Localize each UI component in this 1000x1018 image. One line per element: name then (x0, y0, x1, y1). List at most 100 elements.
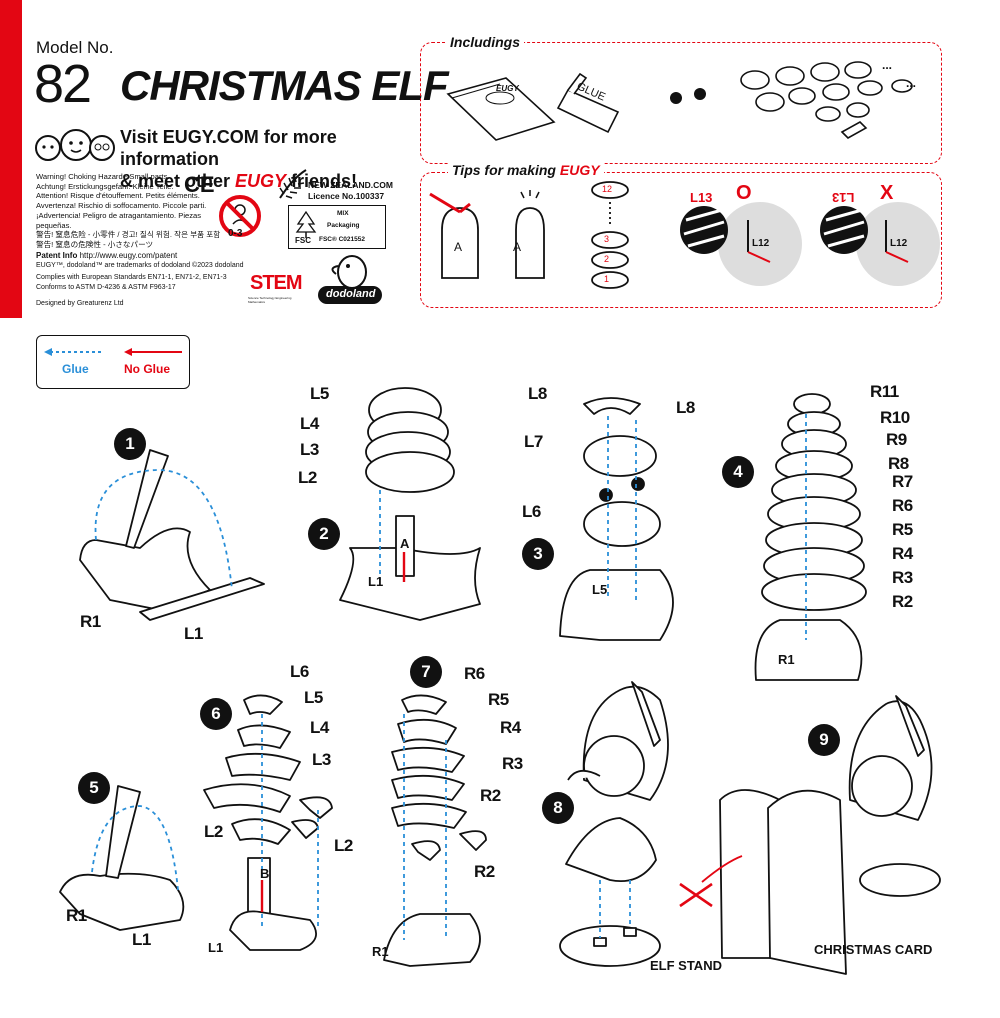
part-label-l5: L5 (592, 582, 608, 597)
part-label-r7: R7 (892, 472, 913, 491)
dodoland-logo-icon (318, 255, 382, 304)
tips-title: Tips for making EUGY (448, 162, 604, 178)
stem-text: STEM (250, 272, 303, 294)
nz-block: NEW ZEALAND.COM Licence No.100337 (308, 180, 393, 202)
step-number-3: 3 (522, 538, 554, 570)
part-label-l4: L4 (300, 414, 319, 433)
part-label-l1: L1 (208, 940, 224, 955)
step-number-9: 9 (808, 724, 840, 756)
part-label-r6: R6 (892, 496, 913, 515)
more-parts-ellipsis: ... (906, 76, 917, 90)
tip-piece-letter: A (454, 240, 463, 254)
step1-drawing (79, 449, 265, 621)
wrong-orientation-icon (820, 202, 940, 286)
tips-title-text: Tips for making (452, 162, 560, 178)
tip-piece-letter: A (513, 240, 522, 254)
part-label-l1: L1 (132, 930, 151, 949)
trademark-line: EUGY™, dodoland™ are trademarks of dodol… (36, 262, 244, 269)
part-label-l4: L4 (310, 718, 329, 737)
standards-line: Conforms to ASTM D-4236 & ASTM F963-17 (36, 284, 176, 291)
part-label-r10: R10 (880, 408, 910, 427)
part-label-l6: L6 (522, 502, 541, 521)
part-label-l6: L6 (290, 662, 309, 681)
eye-beads-icon (670, 88, 706, 104)
step-number-2: 2 (308, 518, 340, 550)
part-label-l2: L2 (334, 836, 353, 855)
step4-drawing (754, 393, 867, 681)
patent-label: Patent Info (36, 251, 78, 260)
part-label-r2: R2 (474, 862, 495, 881)
part-label-l3: L3 (312, 750, 331, 769)
warning-line: 警告! 窒息危险 - 小零件 / 경고! 질식 위험. 작은 부품 포함 (36, 230, 221, 240)
meet-post: friends! (286, 171, 358, 191)
patent-link[interactable]: http://www.eugy.com/patent (79, 251, 178, 260)
page-title: CHRISTMAS ELF (120, 62, 449, 109)
part-label-r2: R2 (892, 592, 913, 611)
part-label-r2: R2 (480, 786, 501, 805)
part-label-l2: L2 (204, 822, 223, 841)
part-label-r1: R1 (66, 906, 87, 925)
part-label-l1: L1 (184, 624, 203, 643)
instruction-sheet-icon (446, 77, 556, 141)
visit-text: Visit EUGY.COM for more information & me… (120, 126, 420, 192)
part-label-r5: R5 (488, 690, 509, 709)
part-label-r6: R6 (464, 664, 485, 683)
step8-drawing (559, 681, 669, 967)
parts-discs-icon (740, 61, 913, 139)
disc-number: 12 (602, 184, 613, 194)
part-label-r3: R3 (892, 568, 913, 587)
warning-line: Warning! Choking Hazard - Small parts. (36, 172, 170, 181)
part-label-r8: R8 (888, 454, 909, 473)
part-label-r9: R9 (886, 430, 907, 449)
christmas-card-label: CHRISTMAS CARD (814, 942, 933, 957)
part-label-l3: L3 (300, 440, 319, 459)
part-label-r11: R11 (870, 382, 899, 401)
disc-stack-icon (591, 181, 629, 289)
warning-line: Attention! Risque d'étouffement. Petits … (36, 191, 200, 201)
part-label-l5: L5 (304, 688, 323, 707)
disc-number: 1 (604, 274, 610, 284)
tips-brand: EUGY (559, 162, 600, 178)
includings-box (420, 42, 942, 164)
part-label-r3: R3 (502, 754, 523, 773)
ce-mark: CE (184, 172, 215, 197)
step-number-7: 7 (410, 656, 442, 688)
part-label-r1: R1 (372, 944, 389, 959)
visit-site-link[interactable]: EUGY.COM (162, 127, 259, 147)
part-label-l5: L5 (310, 384, 329, 403)
nz-site: NEW ZEALAND.COM (308, 180, 393, 190)
tips-illustration (429, 181, 940, 289)
includings-illustration (446, 61, 913, 141)
info-block: Patent Info http://www.eugy.com/patent E… (36, 251, 296, 309)
part-label-r1: R1 (778, 652, 795, 667)
step6-drawing (203, 694, 333, 951)
correct-orientation-icon (680, 202, 802, 286)
part-label-r4: R4 (892, 544, 913, 563)
step2-drawing (339, 387, 481, 621)
fsc-box: FSC MIX Packaging FSC® C021552 (288, 205, 386, 249)
fsc-label: FSC (295, 236, 311, 245)
legend-arrows (44, 348, 182, 356)
visit-post: for more information (120, 127, 337, 169)
age-label: 0-3 (228, 228, 243, 239)
legend-glue: Glue (62, 362, 89, 376)
step3-drawing (559, 397, 674, 641)
part-label-b: B (260, 866, 270, 881)
stem-logo: STEM (250, 272, 303, 295)
eugy-brand-mark: EUGY (235, 171, 287, 191)
part-label-l2: L2 (298, 468, 317, 487)
elf-stand-label: ELF STAND (650, 958, 722, 973)
warning-line: Avvertenza! Rischio di soffocamento. Pic… (36, 201, 207, 211)
sheet-brand: EUGY (496, 84, 519, 93)
fsc-tree-icon (295, 210, 317, 238)
model-number: 82 (34, 54, 92, 114)
designer-line: Designed by Greaturenz Ltd (36, 300, 124, 307)
tip-label-l13: L13 (690, 190, 713, 205)
part-label-r1: R1 (80, 612, 101, 631)
step-number-8: 8 (542, 792, 574, 824)
disc-number: 3 (604, 234, 610, 244)
tip-label-l12: L12 (752, 238, 770, 249)
fsc-mix: MIX (337, 210, 349, 217)
part-label-l1: L1 (368, 574, 384, 589)
